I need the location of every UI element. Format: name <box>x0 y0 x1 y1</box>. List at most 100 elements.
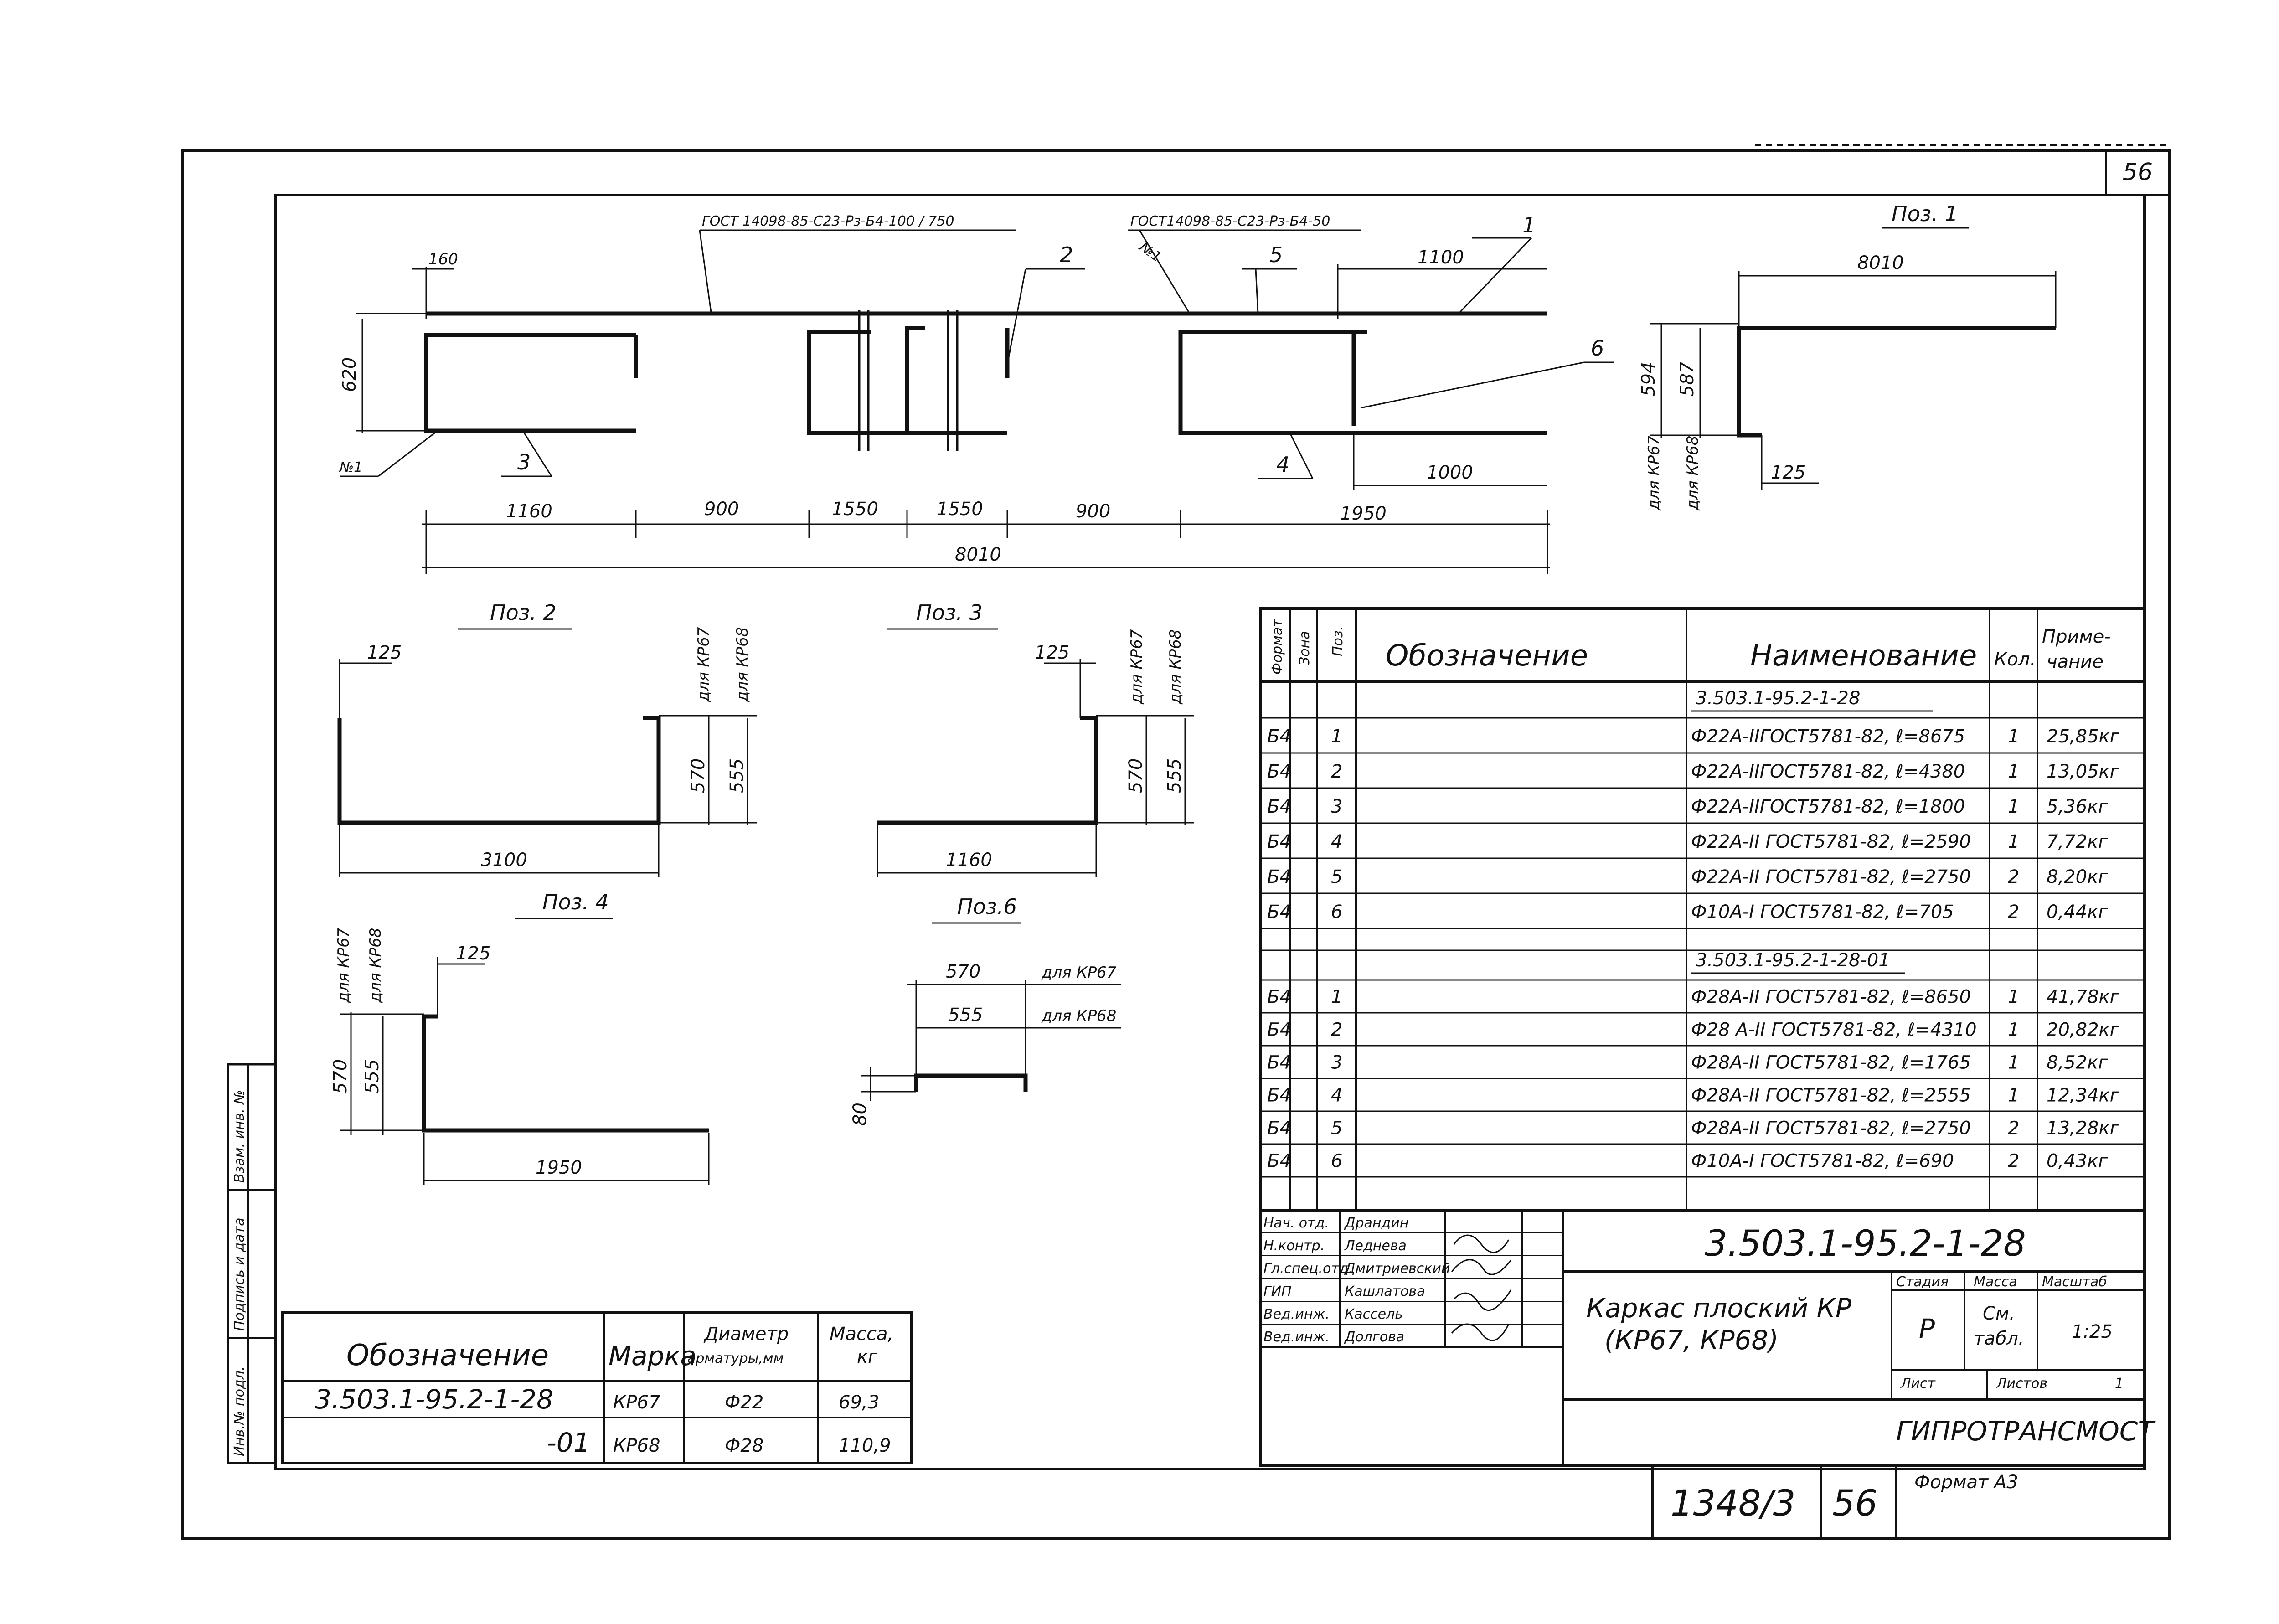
pos1-bar <box>1737 326 2056 438</box>
spec-cell-note: 5,36кг <box>2047 796 2108 817</box>
pos2-for68: для КР68 <box>733 627 752 702</box>
mass-cell-designation: -01 <box>547 1427 590 1458</box>
spec-cell-format: Б4 <box>1267 796 1291 817</box>
spec-cell-format: Б4 <box>1267 1052 1291 1073</box>
spec-cell-qty: 2 <box>2008 866 2019 887</box>
pos1-arrow <box>1458 237 1532 314</box>
pos4-dim-555: 555 <box>362 1059 383 1094</box>
bottom-boxes: 1348/3 56 Формат А3 <box>1651 1464 2018 1538</box>
side-stamp-replace: Взам. инв. № <box>232 1090 247 1183</box>
spec-cell-name: Ф28А-II ГОСТ5781-82, ℓ=2750 <box>1691 1118 1971 1139</box>
left-cage <box>424 333 636 433</box>
pos6-for68: для КР68 <box>1041 1007 1116 1025</box>
gost-right-label: ГОСТ14098-85-С23-Рз-Б4-50 <box>1130 213 1330 229</box>
pos6-title: Поз.6 <box>957 894 1017 919</box>
spec-cell-note: 25,85кг <box>2047 726 2120 747</box>
pos1-dim-587: 587 <box>1677 361 1698 397</box>
title-block: Нач. отд.ДрандинН.контр.ЛедневаГл.спец.о… <box>1259 1209 2156 1467</box>
mass-table-border <box>281 1311 913 1464</box>
pos3-for68: для КР68 <box>1166 629 1185 705</box>
spec-cell-format: Б4 <box>1267 986 1291 1007</box>
spec-cell-note: 0,43кг <box>2047 1150 2108 1171</box>
dim-160: 160 <box>428 250 458 268</box>
tb-title-1: Каркас плоский КР <box>1586 1293 1851 1324</box>
pos6-dim-555: 555 <box>948 1005 983 1026</box>
spec-cell-format: Б4 <box>1267 1085 1291 1106</box>
pos4-dim-1950: 1950 <box>536 1157 582 1178</box>
signature-4 <box>1451 1323 1510 1341</box>
spec-cell-pos: 5 <box>1331 866 1342 887</box>
spec-cell-qty: 1 <box>2008 831 2019 852</box>
spec-cell-pos: 3 <box>1331 796 1342 817</box>
dim-900a: 900 <box>704 499 739 520</box>
corner-sheet-number: 56 <box>2123 159 2153 186</box>
pos1-for68: для КР68 <box>1684 436 1702 511</box>
pos2-for67: для КР67 <box>695 627 713 702</box>
gost-left-arrow <box>699 230 712 313</box>
pos4-title: Поз. 4 <box>542 890 609 914</box>
tb-role: Н.контр. <box>1263 1238 1325 1254</box>
pos4-callout: 4 <box>1276 452 1289 477</box>
tb-role: ГИП <box>1263 1284 1292 1299</box>
pos6-for67: для КР67 <box>1041 964 1117 982</box>
outer-frame <box>181 149 2171 1540</box>
spec-group1-title: 3.503.1-95.2-1-28 <box>1696 688 1860 709</box>
spec-cell-pos: 2 <box>1331 761 1342 782</box>
tb-role: Нач. отд. <box>1263 1215 1329 1231</box>
main-view: ГОСТ 14098-85-С23-Рз-Б4-100 / 750 ГОСТ14… <box>339 213 1614 574</box>
spec-cell-qty: 2 <box>2008 1150 2019 1171</box>
spec-cell-name: Ф28А-II ГОСТ5781-82, ℓ=8650 <box>1691 986 1971 1007</box>
dim-1550b: 1550 <box>937 499 983 520</box>
pos3-for67: для КР67 <box>1128 629 1146 705</box>
tb-scale-value: 1:25 <box>2072 1321 2113 1342</box>
mass-h-mass-2: кг <box>857 1346 878 1367</box>
spec-cell-note: 13,28кг <box>2047 1118 2120 1139</box>
n1-top-label: №1 <box>1136 238 1165 265</box>
mass-cell-mark: КР68 <box>613 1435 660 1456</box>
mass-h-designation: Обозначение <box>346 1339 549 1372</box>
right-cage <box>1178 330 1547 435</box>
pos6-dim-570: 570 <box>946 961 980 982</box>
spec-cell-format: Б4 <box>1267 1118 1291 1139</box>
pos6-bar <box>914 1073 1028 1092</box>
pos3-bar <box>877 716 1098 825</box>
spec-cell-qty: 1 <box>2008 1052 2019 1073</box>
tb-role-name: Кашлатова <box>1345 1284 1425 1299</box>
pos4-bar <box>422 1014 709 1133</box>
pos6-leader <box>1360 361 1584 409</box>
pos1-for67: для КР67 <box>1645 435 1663 511</box>
tb-scale-label: Масштаб <box>2042 1274 2107 1290</box>
spec-cell-qty: 1 <box>2008 1019 2019 1040</box>
spec-cell-note: 0,44кг <box>2047 902 2108 923</box>
tb-role: Гл.спец.отд. <box>1263 1261 1353 1277</box>
pos3-dim-570: 570 <box>1125 758 1146 793</box>
spec-cell-note: 20,82кг <box>2047 1019 2120 1040</box>
spec-cell-qty: 2 <box>2008 902 2019 923</box>
mass-cell-mass: 69,3 <box>839 1392 879 1413</box>
spec-cell-format: Б4 <box>1267 1019 1291 1040</box>
dim-1100: 1100 <box>1418 247 1464 268</box>
spec-cell-name: Ф28А-II ГОСТ5781-82, ℓ=1765 <box>1691 1052 1971 1073</box>
dim-8010: 8010 <box>955 544 1001 565</box>
pos2-bar <box>337 716 661 825</box>
spec-cell-name: Ф10А-I ГОСТ5781-82, ℓ=690 <box>1691 1150 1954 1171</box>
spec-row-lines <box>1260 717 2145 1211</box>
spec-cell-pos: 4 <box>1331 831 1342 852</box>
mass-cell-designation: 3.503.1-95.2-1-28 <box>315 1384 553 1415</box>
spec-h-format: Формат <box>1269 619 1285 675</box>
list-item: Вед.инж.Долгова <box>1263 1329 1404 1345</box>
spec-cell-pos: 5 <box>1331 1118 1342 1139</box>
pos3-title: Поз. 3 <box>916 600 983 625</box>
side-stamp-sign: Подпись и дата <box>232 1218 247 1331</box>
pos6-dim-80: 80 <box>850 1103 871 1126</box>
list-item: ГИП Кашлатова <box>1263 1284 1425 1299</box>
spec-cell-pos: 6 <box>1331 902 1342 923</box>
side-stamp-border <box>227 1063 277 1464</box>
mid-right-cage <box>905 326 925 433</box>
